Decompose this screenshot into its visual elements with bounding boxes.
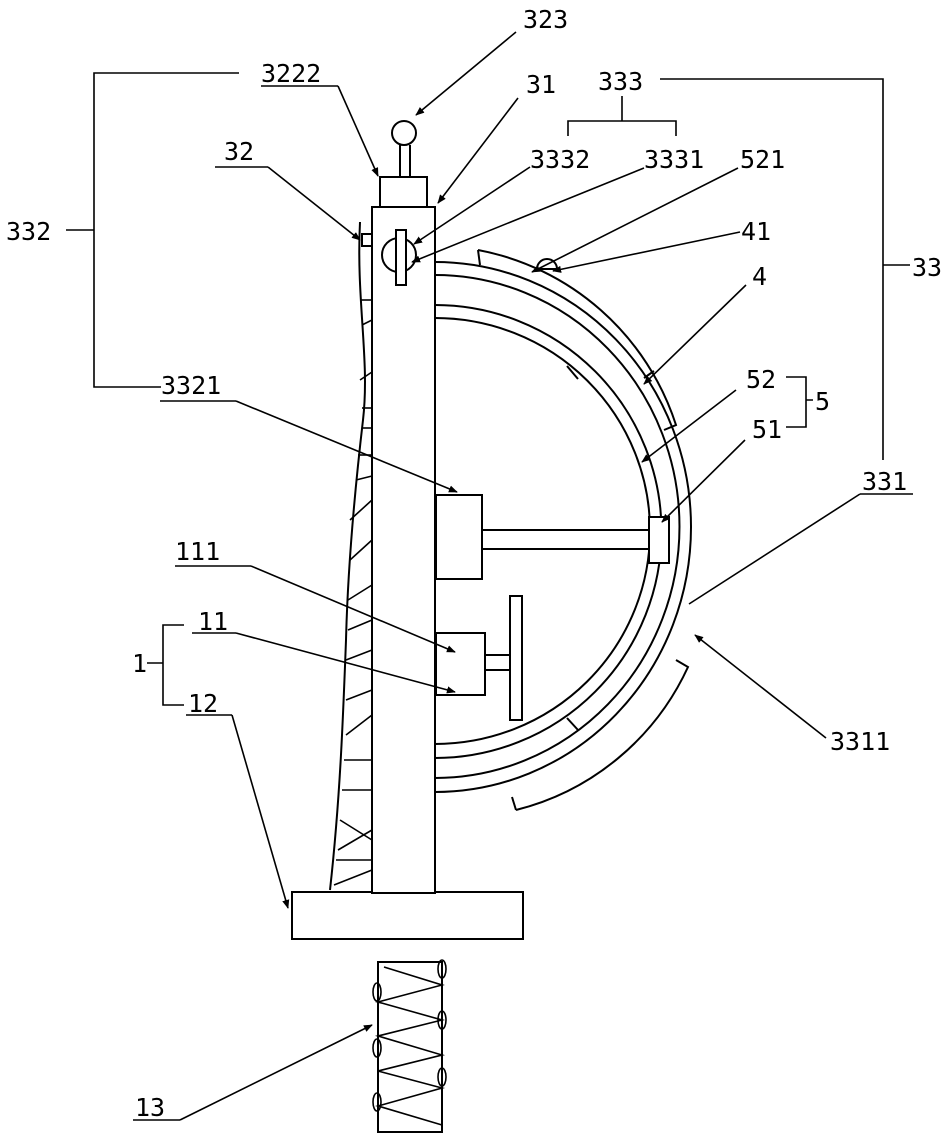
arc-pad-bottom-outer (516, 660, 688, 810)
lower-block (436, 633, 485, 695)
bracket-332 (94, 73, 239, 387)
bracket-333 (568, 96, 676, 136)
label-12: 12 (188, 689, 218, 718)
body-hatching (334, 300, 372, 885)
label-41: 41 (741, 217, 771, 246)
arc-pad-top-outer (478, 250, 676, 430)
label-4: 4 (752, 262, 767, 291)
rod-clamp (649, 517, 669, 563)
slider-block (436, 495, 482, 579)
bracket-33 (660, 79, 883, 460)
arc-pad-bottom (512, 797, 516, 810)
bracket-1 (147, 625, 184, 705)
label-333: 333 (598, 67, 643, 96)
label-3321: 3321 (161, 371, 221, 400)
handwheel (510, 596, 522, 720)
leader-lines (133, 32, 913, 1120)
base-plate (292, 892, 523, 939)
label-3331: 3331 (644, 145, 704, 174)
label-5: 5 (815, 387, 830, 416)
label-52: 52 (746, 365, 776, 394)
label-33: 33 (912, 253, 942, 282)
knob-ball (392, 121, 416, 145)
vertical-post (372, 207, 435, 893)
label-51: 51 (752, 415, 782, 444)
label-332: 332 (6, 217, 51, 246)
top-block (380, 177, 427, 207)
label-331: 331 (862, 467, 907, 496)
label-323: 323 (523, 5, 568, 34)
side-tab (362, 234, 372, 246)
arc-pad-top (478, 250, 480, 265)
pivot-bar (396, 230, 406, 285)
label-111: 111 (175, 537, 220, 566)
label-11: 11 (198, 607, 228, 636)
bracket-5 (786, 377, 813, 427)
label-32: 32 (224, 137, 254, 166)
label-521: 521 (740, 145, 785, 174)
label-13: 13 (135, 1093, 165, 1122)
label-31: 31 (526, 70, 556, 99)
label-1: 1 (132, 649, 147, 678)
label-3332: 3332 (530, 145, 590, 174)
label-3222: 3222 (261, 59, 321, 88)
label-3311: 3311 (830, 727, 890, 756)
